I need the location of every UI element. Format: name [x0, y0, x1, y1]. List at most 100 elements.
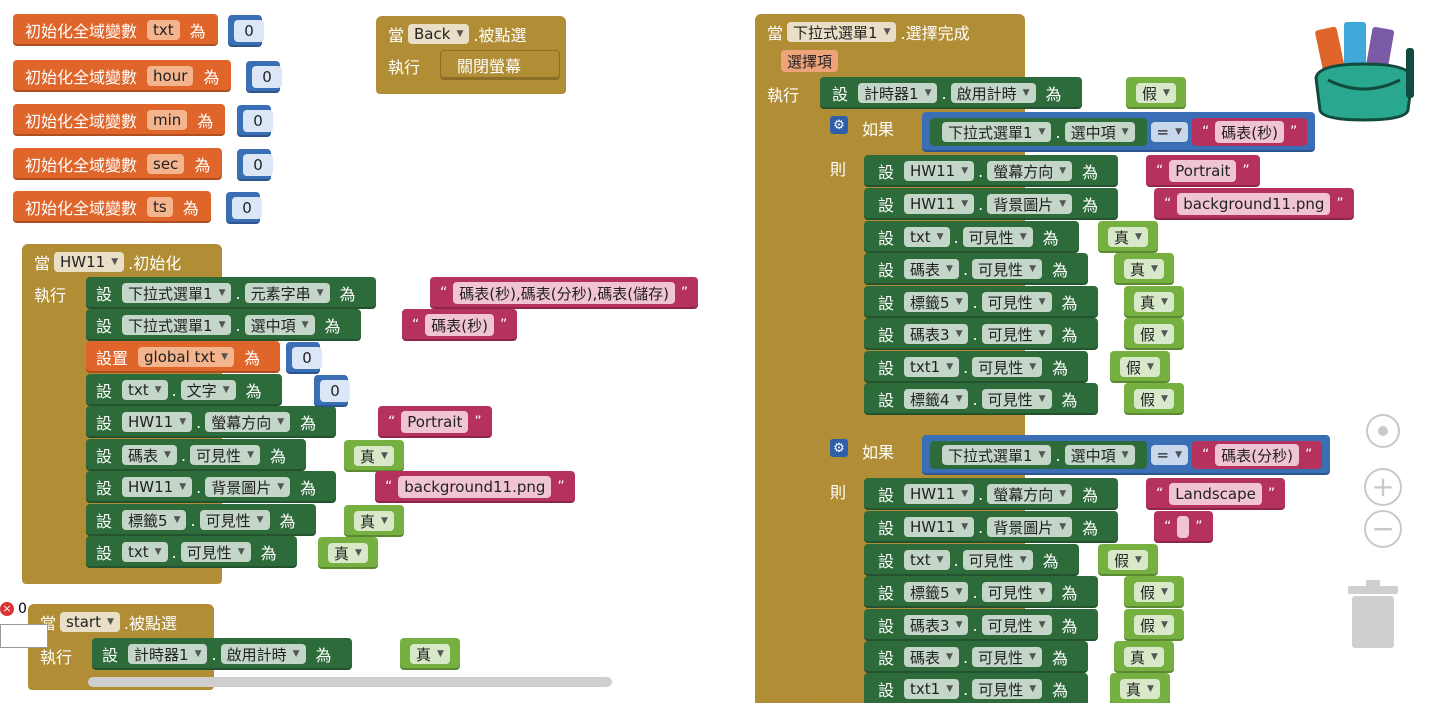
property-dropdown[interactable]: 可見性▼ — [180, 542, 251, 562]
setter-row-0[interactable]: 設下拉式選單1▼.元素字串▼為 — [86, 277, 376, 309]
component-dropdown[interactable]: HW11▼ — [122, 412, 193, 432]
setter-row-7[interactable]: 設標籤5▼.可見性▼為 — [86, 504, 316, 536]
global-value-1[interactable]: 0 — [246, 61, 282, 93]
gear-icon[interactable]: ⚙ — [830, 439, 848, 457]
component-dropdown[interactable]: 計時器1▼ — [858, 83, 938, 103]
property-dropdown[interactable]: 螢幕方向▼ — [205, 412, 291, 432]
value-number-3[interactable]: 0 — [314, 375, 350, 407]
component-dropdown[interactable]: global txt▼ — [138, 347, 235, 367]
property-dropdown[interactable]: 可見性▼ — [981, 324, 1052, 344]
component-dropdown[interactable]: 下拉式選單1▼ — [122, 283, 232, 303]
property-dropdown[interactable]: 可見性▼ — [972, 647, 1042, 667]
trash-icon[interactable] — [1346, 580, 1400, 650]
variable-name[interactable]: txt — [147, 20, 180, 40]
value-text-if1-1[interactable]: “background11.png” — [1154, 188, 1354, 220]
zoom-out-icon[interactable]: − — [1364, 510, 1402, 548]
setter-row-if2-5[interactable]: 設碼表▼.可見性▼為 — [864, 641, 1088, 673]
component-dropdown[interactable]: 標籤5▼ — [904, 292, 969, 312]
close-screen-block[interactable]: 關閉螢幕 — [440, 50, 560, 80]
property-dropdown[interactable]: 背景圖片▼ — [987, 194, 1073, 214]
component-dropdown[interactable]: HW11▼ — [904, 517, 975, 537]
value-text-1[interactable]: “碼表(秒)” — [402, 309, 518, 341]
boolean-dropdown[interactable]: 真▼ — [1108, 227, 1148, 247]
component-dropdown[interactable]: 碼表▼ — [904, 259, 959, 279]
property-dropdown[interactable]: 可見性▼ — [972, 357, 1043, 377]
property-dropdown[interactable]: 可見性▼ — [981, 292, 1052, 312]
number-value[interactable]: 0 — [243, 110, 273, 132]
gear-icon[interactable]: ⚙ — [830, 116, 848, 134]
value-bool[interactable]: 假▼ — [1126, 77, 1186, 109]
value-bool-if2-3[interactable]: 假▼ — [1124, 576, 1184, 608]
boolean-dropdown[interactable]: 假▼ — [1134, 582, 1174, 602]
component-dropdown[interactable]: txt▼ — [122, 542, 168, 562]
boolean-dropdown[interactable]: 真▼ — [1120, 679, 1160, 699]
boolean-dropdown[interactable]: 假▼ — [1120, 357, 1160, 377]
compare-text[interactable]: “碼表(分秒)” — [1192, 441, 1323, 469]
global-value-3[interactable]: 0 — [237, 149, 273, 181]
boolean-dropdown[interactable]: 真▼ — [410, 644, 450, 664]
setter-row-if2-4[interactable]: 設碼表3▼.可見性▼為 — [864, 609, 1098, 641]
value-bool-8[interactable]: 真▼ — [318, 537, 378, 569]
global-value-4[interactable]: 0 — [226, 192, 262, 224]
value-number-2[interactable]: 0 — [286, 342, 322, 374]
setter-row-if1-3[interactable]: 設碼表▼.可見性▼為 — [864, 253, 1088, 285]
value-text-6[interactable]: “background11.png” — [375, 471, 575, 503]
target-icon[interactable] — [1366, 414, 1400, 448]
component-dropdown[interactable]: 下拉式選單1▼ — [942, 445, 1052, 465]
property-dropdown[interactable]: 可見性▼ — [199, 510, 270, 530]
value-bool-if2-6[interactable]: 真▼ — [1110, 673, 1170, 703]
timer-setter-row[interactable]: 設計時器1▼.啟用計時▼為 — [820, 77, 1082, 109]
boolean-dropdown[interactable]: 假▼ — [1134, 615, 1174, 635]
setter-row-if2-3[interactable]: 設標籤5▼.可見性▼為 — [864, 576, 1098, 608]
component-dropdown[interactable]: txt1▼ — [904, 679, 960, 699]
boolean-dropdown[interactable]: 真▼ — [1124, 259, 1164, 279]
property-dropdown[interactable]: 可見性▼ — [972, 679, 1043, 699]
property-dropdown[interactable]: 選中項▼ — [1064, 445, 1135, 465]
property-dropdown[interactable]: 螢幕方向▼ — [987, 484, 1073, 504]
component-dropdown[interactable]: 標籤5▼ — [122, 510, 187, 530]
horizontal-scrollbar[interactable] — [88, 677, 612, 687]
text-value[interactable]: background11.png — [1177, 193, 1331, 215]
component-dropdown[interactable]: Back▼ — [408, 24, 470, 44]
boolean-dropdown[interactable]: 真▼ — [1124, 647, 1164, 667]
backpack-icon[interactable] — [1308, 18, 1420, 122]
boolean-dropdown[interactable]: 真▼ — [1134, 292, 1174, 312]
property-dropdown[interactable]: 啟用計時▼ — [220, 644, 306, 664]
text-value[interactable]: 碼表(秒) — [1215, 121, 1284, 143]
setter-row-5[interactable]: 設碼表▼.可見性▼為 — [86, 439, 306, 471]
value-bool-if2-5[interactable]: 真▼ — [1114, 641, 1174, 673]
property-dropdown[interactable]: 可見性▼ — [972, 259, 1042, 279]
text-value[interactable]: Landscape — [1169, 483, 1262, 505]
parameter-selection[interactable]: 選擇項 — [781, 50, 839, 72]
component-dropdown[interactable]: 碼表▼ — [122, 445, 177, 465]
warning-indicator[interactable]: × 0 — [0, 601, 27, 617]
component-dropdown[interactable]: HW11▼ — [904, 194, 975, 214]
variable-name[interactable]: sec — [147, 154, 185, 174]
spinner-selection-getter[interactable]: 下拉式選單1▼.選中項▼ — [930, 118, 1147, 146]
value-text-4[interactable]: “Portrait” — [378, 406, 492, 438]
property-dropdown[interactable]: 可見性▼ — [981, 582, 1052, 602]
value-text-if2-1[interactable]: “” — [1154, 511, 1213, 543]
component-dropdown[interactable]: txt▼ — [904, 550, 950, 570]
property-dropdown[interactable]: 元素字串▼ — [244, 283, 330, 303]
component-dropdown[interactable]: 計時器1▼ — [128, 644, 208, 664]
variable-name[interactable]: ts — [147, 197, 173, 217]
number-value[interactable]: 0 — [252, 66, 282, 88]
value-bool-5[interactable]: 真▼ — [344, 440, 404, 472]
property-dropdown[interactable]: 螢幕方向▼ — [987, 161, 1073, 181]
text-value[interactable]: Portrait — [1169, 160, 1237, 182]
text-value[interactable] — [1177, 516, 1190, 538]
